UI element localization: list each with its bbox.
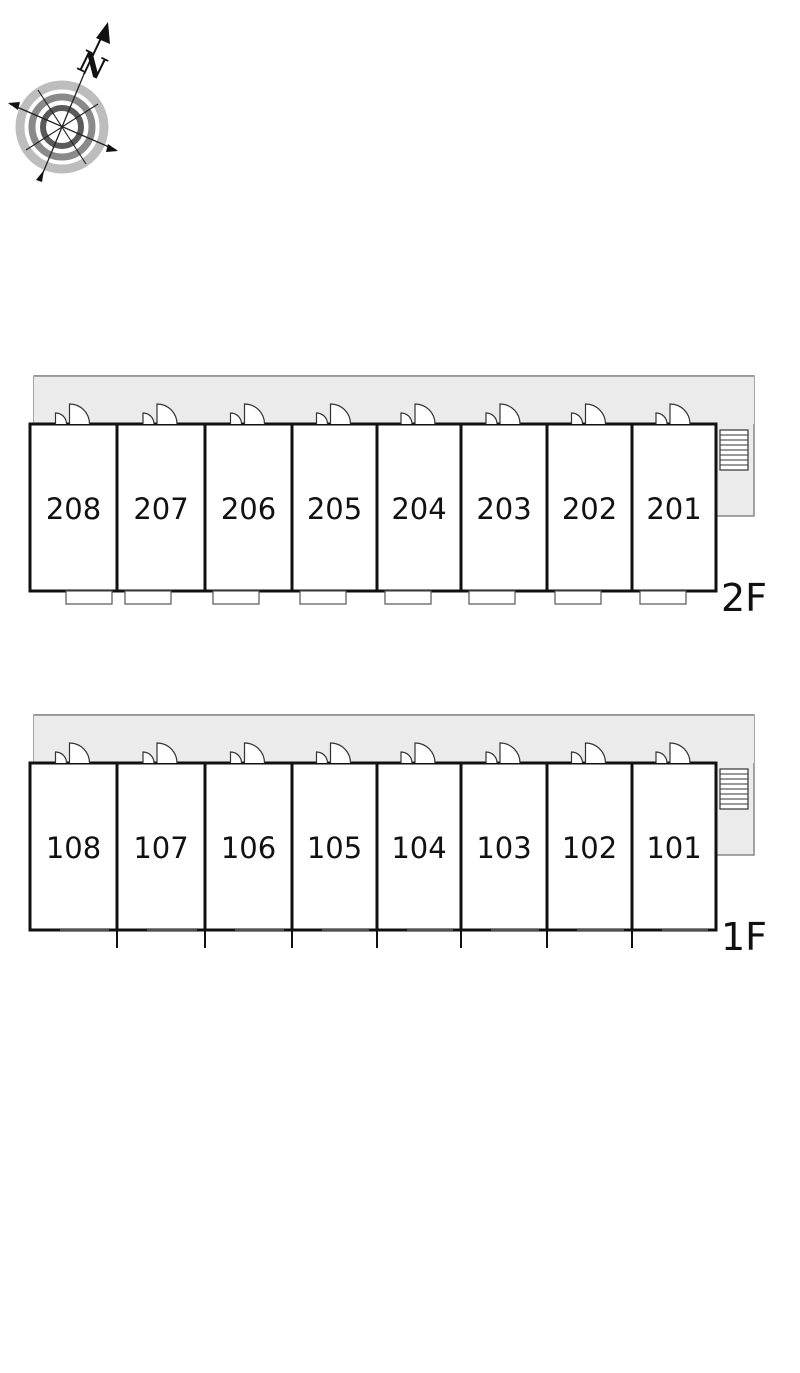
floor-label: 1F [721, 915, 767, 959]
unit-room [290, 422, 379, 593]
unit-room [115, 761, 207, 932]
door-icon [142, 403, 178, 425]
unit-number: 206 [221, 492, 276, 526]
staircase-icon [719, 768, 749, 810]
floor-1: 108 107 106 105 104 103 102 101 1F [28, 714, 767, 959]
unit-number: 207 [133, 492, 188, 526]
unit-room [375, 761, 463, 932]
unit-number: 103 [476, 831, 531, 865]
door-icon [400, 742, 436, 764]
unit-number: 108 [46, 831, 101, 865]
door-icon [142, 742, 178, 764]
door-icon [315, 403, 352, 425]
door-icon [485, 403, 521, 425]
unit-room [545, 761, 634, 932]
unit-105: 105 [290, 742, 379, 948]
balcony [468, 590, 516, 605]
balcony [65, 590, 113, 605]
door-icon [229, 742, 266, 764]
balcony [212, 590, 260, 605]
unit-room [545, 422, 634, 593]
unit-number: 102 [562, 831, 617, 865]
door-icon [229, 403, 266, 425]
door-icon [655, 403, 691, 425]
balcony [299, 590, 347, 605]
unit-number: 106 [221, 831, 276, 865]
door-icon [400, 403, 436, 425]
door-icon [655, 742, 691, 764]
unit-104: 104 [375, 742, 463, 948]
unit-room [28, 761, 119, 932]
unit-201: 201 [630, 403, 718, 605]
corridor-fill [34, 376, 754, 424]
unit-204: 204 [375, 403, 463, 605]
balcony [639, 590, 687, 605]
floor-2: 208 207 206 205 204 203 202 201 2F [28, 375, 767, 620]
unit-number: 105 [307, 831, 362, 865]
unit-205: 205 [290, 403, 379, 605]
balcony [384, 590, 432, 605]
corridor-fill [34, 715, 754, 763]
unit-207: 207 [115, 403, 207, 605]
unit-room [203, 761, 294, 932]
unit-number: 202 [562, 492, 617, 526]
balcony [554, 590, 602, 605]
unit-202: 202 [545, 403, 634, 605]
staircase-icon [719, 429, 749, 471]
unit-number: 101 [646, 831, 701, 865]
floor-label: 2F [721, 576, 767, 620]
unit-number: 201 [646, 492, 701, 526]
door-icon [570, 403, 607, 425]
north-arrow-icon [96, 22, 110, 44]
compass-rose-icon: N [8, 22, 118, 182]
unit-number: 204 [391, 492, 446, 526]
unit-101: 101 [630, 742, 718, 948]
unit-room [630, 422, 718, 593]
unit-room [28, 422, 119, 593]
door-icon [485, 742, 521, 764]
door-icon [54, 403, 91, 425]
door-icon [54, 742, 91, 764]
unit-number: 208 [46, 492, 101, 526]
unit-106: 106 [203, 742, 294, 948]
door-icon [570, 742, 607, 764]
unit-108: 108 [28, 742, 119, 932]
unit-number: 205 [307, 492, 362, 526]
door-icon [315, 742, 352, 764]
unit-107: 107 [115, 742, 207, 948]
unit-103: 103 [459, 742, 549, 948]
balcony [124, 590, 172, 605]
unit-number: 107 [133, 831, 188, 865]
north-label: N [72, 44, 112, 87]
unit-number: 203 [476, 492, 531, 526]
unit-206: 206 [203, 403, 294, 605]
unit-number: 104 [391, 831, 446, 865]
unit-203: 203 [459, 403, 549, 605]
unit-208: 208 [28, 403, 119, 605]
unit-102: 102 [545, 742, 634, 948]
